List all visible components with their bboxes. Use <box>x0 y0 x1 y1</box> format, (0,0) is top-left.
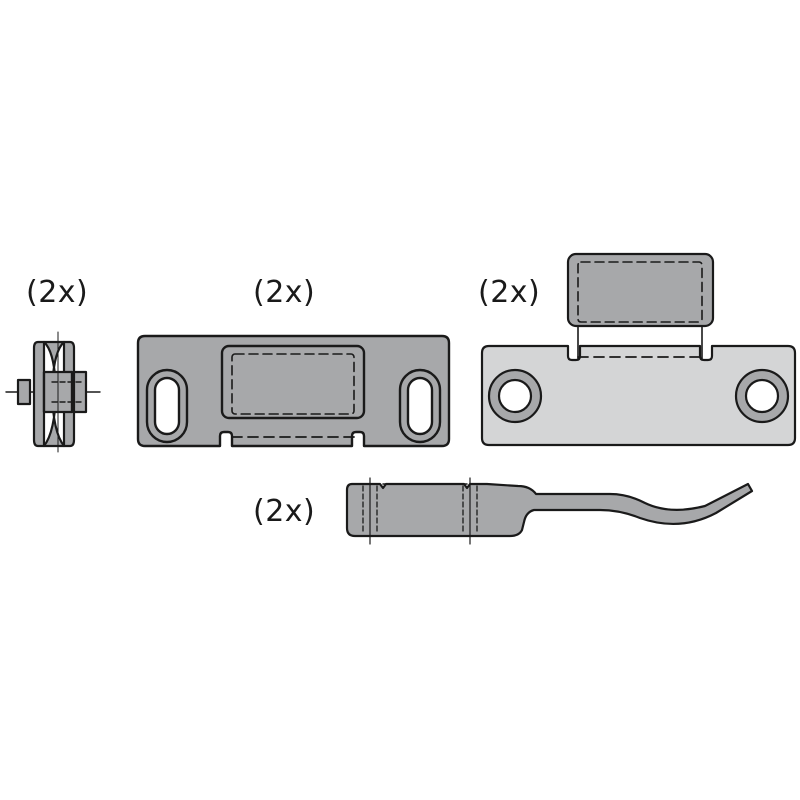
roller-flange-left <box>32 340 46 448</box>
spring-clip-part <box>345 477 754 545</box>
guide-plate-cup <box>566 252 715 328</box>
spring-clip-body <box>345 482 754 538</box>
guide-plate-hole-right <box>744 378 780 414</box>
spring-clip-quantity-label: (2x) <box>253 494 316 529</box>
roller-quantity-label: (2x) <box>26 275 89 310</box>
slotted-plate-cup-hidden <box>231 353 355 415</box>
slotted-plate-quantity-label: (2x) <box>253 275 316 310</box>
roller-nut-left <box>16 378 32 406</box>
guide-plate-hole-left <box>497 378 533 414</box>
guide-plate-quantity-label: (2x) <box>478 275 541 310</box>
slotted-plate-part <box>136 334 451 448</box>
guide-plate-cup-hidden <box>577 261 703 323</box>
slotted-plate-slot-right <box>406 376 434 436</box>
slotted-plate-cup <box>220 344 366 420</box>
slotted-plate-slot-left <box>153 376 181 436</box>
roller-part <box>5 331 101 453</box>
guide-plate-part <box>480 252 797 447</box>
